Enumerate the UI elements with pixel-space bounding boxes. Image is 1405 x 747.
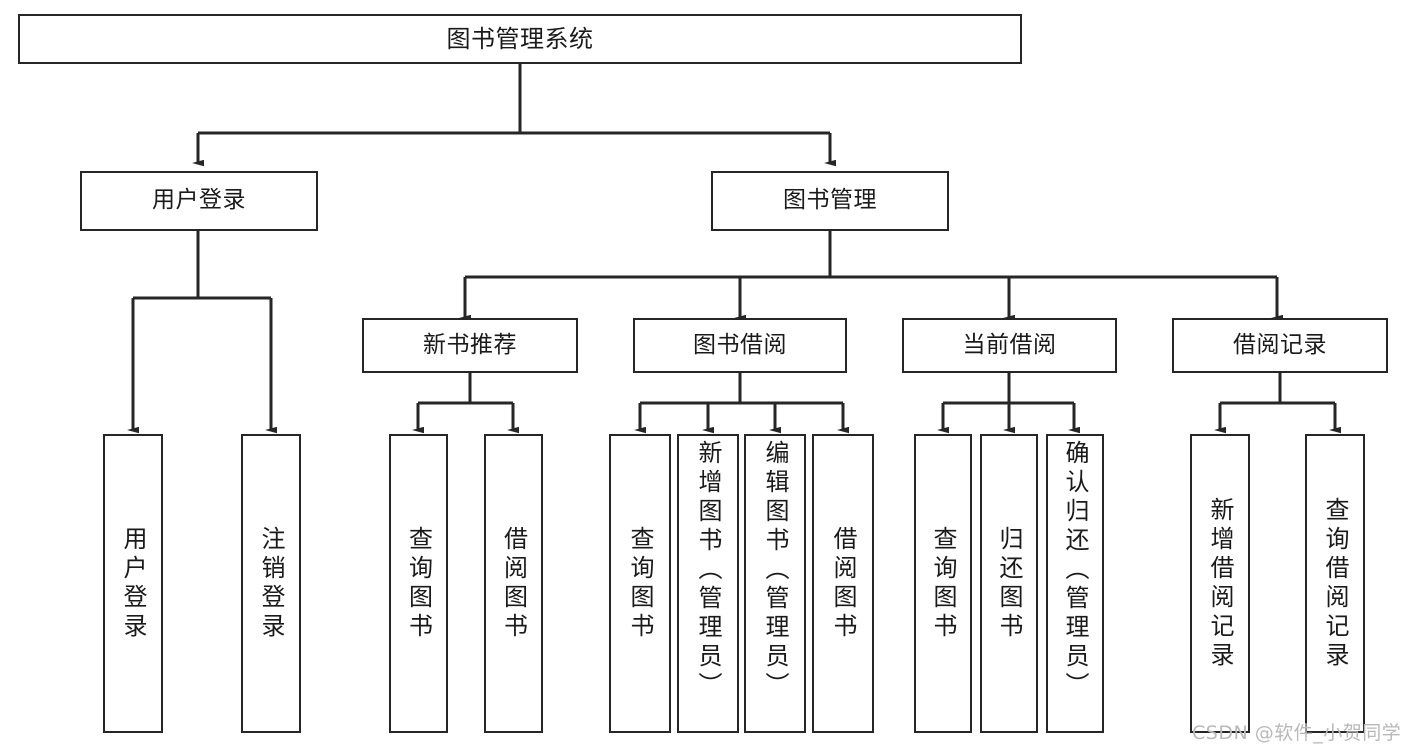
node-label: 用户登录 bbox=[119, 525, 147, 642]
node-label: 确认归还（管理员） bbox=[1061, 440, 1089, 701]
leaf-return-book[interactable]: 归还图书 bbox=[980, 434, 1038, 733]
leaf-edit-book[interactable]: 编辑图书（管理员） bbox=[744, 434, 806, 733]
node-label: 图书管理 bbox=[783, 187, 877, 214]
leaf-borrow-book-recommend[interactable]: 借阅图书 bbox=[484, 434, 543, 733]
leaf-logout-login[interactable]: 注销登录 bbox=[241, 434, 301, 733]
leaf-query-borrow-record[interactable]: 查询借阅记录 bbox=[1305, 434, 1365, 733]
node-new-book-recommend[interactable]: 新书推荐 bbox=[362, 318, 578, 373]
node-current-borrow[interactable]: 当前借阅 bbox=[902, 318, 1117, 373]
node-label: 查询图书 bbox=[929, 525, 957, 642]
leaf-borrow-book-borrow[interactable]: 借阅图书 bbox=[812, 434, 874, 733]
leaf-add-borrow-record[interactable]: 新增借阅记录 bbox=[1190, 434, 1250, 733]
node-label: 图书管理系统 bbox=[446, 24, 594, 53]
node-label: 查询图书 bbox=[626, 525, 654, 642]
node-label: 借阅记录 bbox=[1233, 331, 1327, 358]
node-borrow-record[interactable]: 借阅记录 bbox=[1172, 318, 1388, 373]
node-label: 用户登录 bbox=[152, 187, 246, 214]
node-label: 查询借阅记录 bbox=[1321, 496, 1349, 671]
node-label: 借阅图书 bbox=[829, 525, 857, 642]
leaf-query-book-current[interactable]: 查询图书 bbox=[914, 434, 972, 733]
node-user-login[interactable]: 用户登录 bbox=[80, 171, 318, 231]
node-label: 查询图书 bbox=[404, 525, 433, 642]
leaf-query-book-recommend[interactable]: 查询图书 bbox=[389, 434, 448, 733]
leaf-add-book[interactable]: 新增图书（管理员） bbox=[677, 434, 739, 733]
leaf-confirm-return[interactable]: 确认归还（管理员） bbox=[1046, 434, 1104, 733]
node-root-system[interactable]: 图书管理系统 bbox=[18, 14, 1022, 64]
node-book-manage[interactable]: 图书管理 bbox=[711, 171, 949, 231]
node-label: 图书借阅 bbox=[693, 331, 787, 358]
node-label: 编辑图书（管理员） bbox=[761, 440, 789, 701]
node-label: 新增借阅记录 bbox=[1206, 496, 1234, 671]
leaf-query-book-borrow[interactable]: 查询图书 bbox=[609, 434, 671, 733]
leaf-user-login[interactable]: 用户登录 bbox=[103, 434, 163, 733]
node-label: 借阅图书 bbox=[499, 525, 528, 642]
node-book-borrow[interactable]: 图书借阅 bbox=[633, 318, 847, 373]
node-label: 注销登录 bbox=[257, 525, 285, 642]
csdn-watermark: CSDN @软件_小贺同学 bbox=[1192, 722, 1402, 744]
node-label: 当前借阅 bbox=[962, 331, 1057, 358]
node-label: 新增图书（管理员） bbox=[694, 440, 722, 701]
node-label: 新书推荐 bbox=[423, 331, 517, 358]
node-label: 归还图书 bbox=[995, 525, 1023, 642]
